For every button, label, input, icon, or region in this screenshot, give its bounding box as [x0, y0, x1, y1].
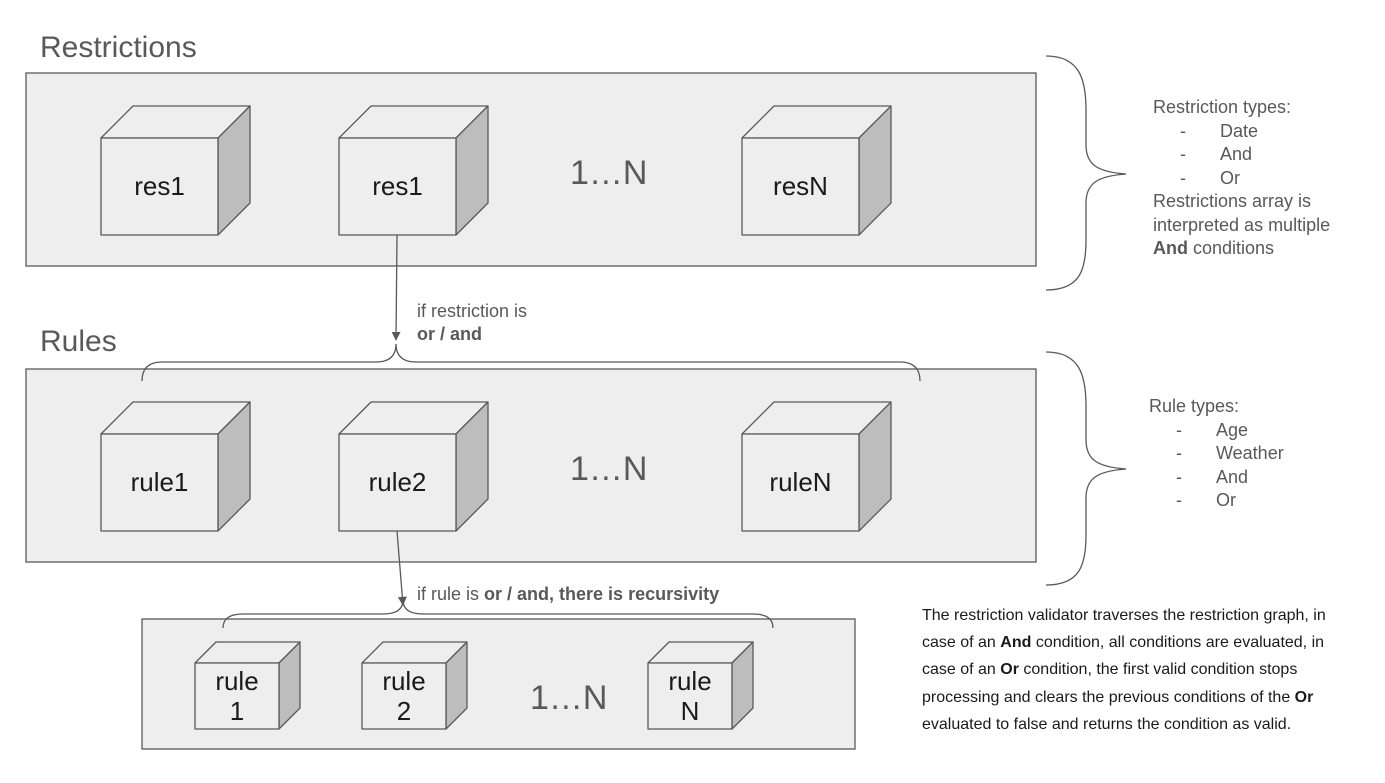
- nested-cube-label: rule N: [648, 663, 732, 729]
- restriction-types-list: - Date - And - Or: [1153, 120, 1363, 191]
- rule-edge-prefix: if rule is: [417, 584, 485, 604]
- restriction-edge-line1: if restriction is: [417, 301, 528, 321]
- cube-layer: [100, 105, 892, 730]
- nested-rule-cube: [647, 641, 754, 730]
- rule-cube: [338, 401, 489, 532]
- rule-type-item: - Age: [1149, 419, 1359, 443]
- rule-type-item: - And: [1149, 466, 1359, 490]
- rule-cube-front-face: [741, 433, 860, 532]
- restrictions-array-note: Restrictions array is interpreted as mul…: [1153, 190, 1363, 261]
- bullet-dash: -: [1180, 120, 1186, 141]
- restriction-to-rules-arrow: [391, 234, 401, 341]
- rule-types-list: - Age - Weather - And - Or: [1149, 419, 1359, 513]
- restriction-type-item: - Date: [1153, 120, 1363, 144]
- nested-cube-label-line2: N: [680, 696, 700, 726]
- nested-cube-label-line1: rule: [215, 666, 259, 696]
- rule-type-item: - Or: [1149, 489, 1359, 513]
- restriction-type-item: - Or: [1153, 167, 1363, 191]
- restriction-edge-bold: or / and: [417, 324, 483, 344]
- nested-cube-label-line1: rule: [668, 666, 712, 696]
- nested-rule-cube: [361, 641, 468, 730]
- restriction-cube: [741, 105, 892, 236]
- nested-cube-label-line2: 2: [396, 696, 412, 726]
- nested-cube-label: rule 1: [195, 663, 279, 729]
- restrictions-array-bold: And: [1153, 238, 1188, 258]
- description-text: evaluated to false and returns the condi…: [922, 715, 1292, 733]
- restriction-type-label: Or: [1220, 167, 1240, 188]
- rule-edge-label: if rule is or / and, there is recursivit…: [417, 583, 719, 606]
- rule-cube-front-face: [100, 433, 219, 532]
- rule-to-nested-arrow: [396, 530, 407, 606]
- rule-cube-label: rule1: [130, 467, 189, 497]
- restriction-edge-line2: or / and: [417, 323, 527, 346]
- bullet-dash: -: [1176, 443, 1182, 463]
- rules-side-brace: [1045, 351, 1127, 586]
- rule-cube-front-face: [338, 433, 457, 532]
- restriction-types-note: Restriction types: - Date - And - Or Restri…: [1153, 96, 1363, 261]
- restriction-cube-front-face: [741, 137, 860, 236]
- rule-type-label: Weather: [1216, 443, 1284, 463]
- rules-title: Rules: [40, 325, 117, 358]
- restrictions-array-text: Restrictions array is interpreted as mul…: [1153, 191, 1331, 235]
- bullet-dash: -: [1180, 167, 1186, 188]
- rule-types-note: Rule types: - Age - Weather - And - Or: [1149, 395, 1359, 513]
- nested-cube-label-line2: 1: [229, 696, 245, 726]
- bullet-dash: -: [1180, 144, 1186, 164]
- description-text: condition, all conditions are evaluated,…: [922, 634, 1325, 679]
- validator-description: The restriction validator traverses the …: [922, 602, 1362, 738]
- nested-rule-cube: [194, 641, 301, 730]
- rule-cube-label: ruleN: [769, 467, 832, 497]
- nested-cube-label: rule 2: [362, 663, 446, 729]
- rules-range-label: 1…N: [570, 450, 648, 488]
- rule-types-heading: Rule types:: [1149, 396, 1240, 416]
- restriction-cube: [338, 105, 489, 236]
- restriction-type-item: - And: [1153, 143, 1363, 167]
- rule-type-label: Or: [1216, 490, 1236, 510]
- description-bold: And: [1000, 634, 1032, 652]
- rule-type-label: Age: [1216, 419, 1249, 440]
- restrictions-title: Restrictions: [40, 31, 197, 64]
- bullet-dash: -: [1176, 419, 1182, 440]
- restriction-cube-label: res1: [134, 171, 185, 201]
- nested-brace: [222, 599, 774, 629]
- restrictions-range-label: 1…N: [570, 154, 648, 192]
- description-text: The restriction validator traverses the …: [922, 607, 1326, 652]
- restriction-types-heading: Restriction types:: [1153, 97, 1292, 117]
- restriction-type-label: Date: [1220, 120, 1259, 141]
- rule-cube: [741, 401, 892, 532]
- rule-cube-label: rule2: [368, 467, 427, 497]
- nested-rule-cube-front-face: [361, 662, 447, 730]
- bullet-dash: -: [1176, 490, 1182, 510]
- nested-rule-cube-front-face: [194, 662, 280, 730]
- bullet-dash: -: [1176, 466, 1182, 487]
- rule-type-item: - Weather: [1149, 442, 1359, 466]
- restrictions-side-brace: [1045, 55, 1127, 291]
- rule-edge-bold: or / and, there is recursivity: [484, 584, 720, 604]
- nested-rule-cube-front-face: [647, 662, 733, 730]
- nested-range-label: 1…N: [530, 679, 608, 717]
- restriction-cube-label: resN: [773, 171, 828, 201]
- restriction-edge-label: if restriction is or / and: [417, 300, 527, 346]
- restriction-cube-front-face: [100, 137, 219, 236]
- description-bold: Or: [1294, 688, 1314, 706]
- description-bold: Or: [1000, 661, 1019, 679]
- restriction-cube: [100, 105, 251, 236]
- restriction-cube-label: res1: [372, 171, 423, 201]
- restrictions-array-text-end: conditions: [1188, 238, 1275, 258]
- nested-cube-label-line1: rule: [382, 666, 426, 696]
- restriction-cube-front-face: [338, 137, 457, 236]
- description-text: condition, the first valid condition sto…: [922, 661, 1298, 706]
- rule-cube: [100, 401, 251, 532]
- rules-brace: [141, 343, 921, 382]
- restriction-type-label: And: [1220, 144, 1253, 164]
- rule-type-label: And: [1216, 466, 1249, 487]
